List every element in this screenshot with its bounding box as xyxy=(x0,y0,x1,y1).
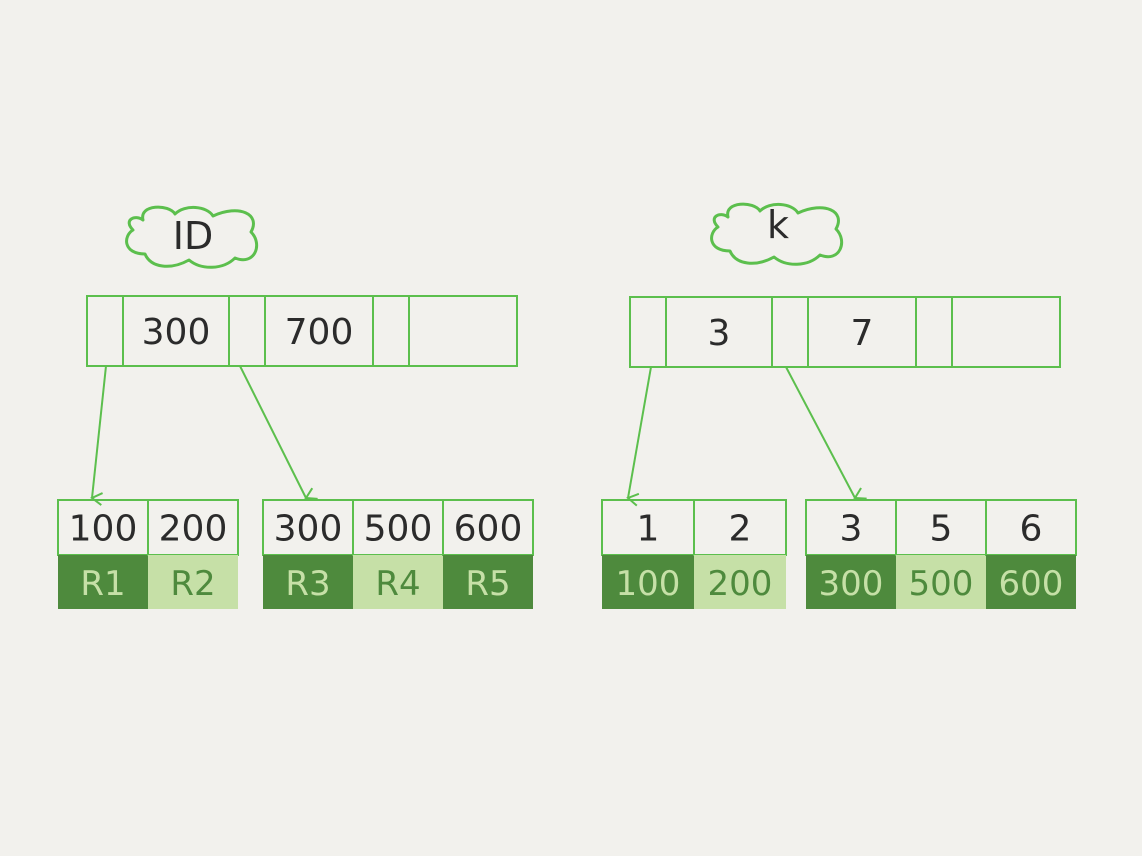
root-key-cell xyxy=(951,296,1061,368)
leaf-value-text: 500 xyxy=(909,564,974,604)
leaf-value-text: 100 xyxy=(616,564,681,604)
leaf-key-text: 200 xyxy=(159,509,228,550)
leaf-key-text: 6 xyxy=(1020,509,1043,550)
leaf-key-text: 500 xyxy=(364,509,433,550)
root-pointer-cell xyxy=(629,296,667,368)
leaf-value-cell-dark xyxy=(263,555,353,609)
index-label: k xyxy=(767,203,789,247)
leaf-key-text: 600 xyxy=(454,509,523,550)
leaf-key-text: 2 xyxy=(729,509,752,550)
cloud-label-shape xyxy=(710,202,843,266)
leaf-value-cell-light xyxy=(148,555,238,609)
root-node: 300 700 xyxy=(86,295,518,367)
leaf-value-text: 300 xyxy=(819,564,884,604)
root-key-text: 700 xyxy=(285,312,354,353)
leaf-value-cell-dark xyxy=(806,555,896,609)
child-pointer-arrow xyxy=(90,365,107,506)
leaf-value-text: R5 xyxy=(465,564,510,604)
leaf-value-cell-light xyxy=(353,555,443,609)
leaf-node-1: 1 100 2 200 xyxy=(601,499,787,609)
leaf-value-cell-dark xyxy=(58,555,148,609)
leaf-value-cell-light xyxy=(896,555,986,609)
root-pointer-cell xyxy=(771,296,809,368)
root-pointer-cell xyxy=(228,295,266,367)
leaf-value-text: R1 xyxy=(80,564,125,604)
leaf-value-text: R2 xyxy=(170,564,215,604)
leaf-node-2: 3 300 5 500 6 600 xyxy=(805,499,1077,609)
leaf-key-text: 100 xyxy=(69,509,138,550)
leaf-value-cell-dark xyxy=(602,555,694,609)
root-pointer-cell xyxy=(86,295,124,367)
child-pointer-arrow xyxy=(626,366,652,507)
leaf-value-text: R4 xyxy=(375,564,420,604)
leaf-value-text: 600 xyxy=(999,564,1064,604)
root-key-cell xyxy=(408,295,518,367)
leaf-key-text: 3 xyxy=(840,509,863,550)
leaf-value-text: 200 xyxy=(708,564,773,604)
root-pointer-cell xyxy=(372,295,410,367)
leaf-value-cell-dark xyxy=(443,555,533,609)
leaf-key-text: 5 xyxy=(930,509,953,550)
cloud-label-shape xyxy=(125,205,258,269)
index-label: ID xyxy=(173,214,213,258)
root-pointer-cell xyxy=(915,296,953,368)
root-key-text: 300 xyxy=(142,312,211,353)
child-pointer-arrow xyxy=(239,365,318,500)
leaf-value-cell-light xyxy=(694,555,786,609)
root-key-text: 7 xyxy=(851,313,874,354)
leaf-value-cell-dark xyxy=(986,555,1076,609)
leaf-key-text: 1 xyxy=(637,509,660,550)
child-pointer-arrow xyxy=(785,366,867,500)
leaf-value-text: R3 xyxy=(285,564,330,604)
leaf-key-text: 300 xyxy=(274,509,343,550)
root-key-text: 3 xyxy=(708,313,731,354)
